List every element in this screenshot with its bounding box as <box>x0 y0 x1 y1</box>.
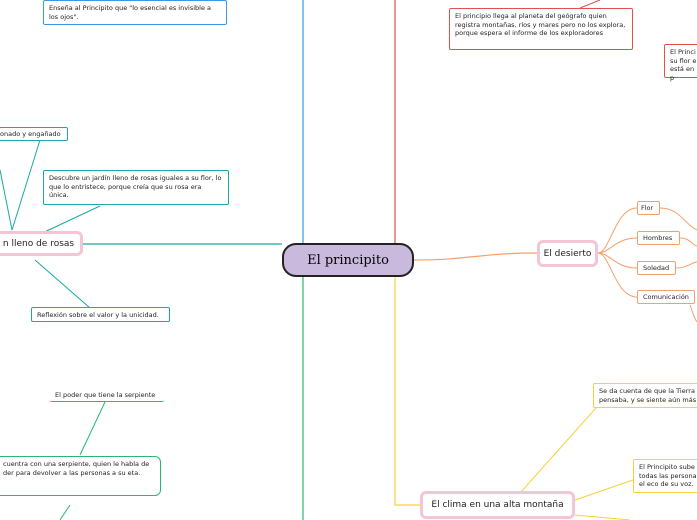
note-sube: El Principito sube todas las persona el … <box>633 459 697 493</box>
note-reflexion: Reflexión sobre el valor y la unicidad. <box>31 307 170 322</box>
yellow-branch-line <box>394 277 420 506</box>
orange-branch-line <box>413 252 538 261</box>
note-poder-serpiente: El poder que tiene la serpiente <box>50 389 164 402</box>
branch-jardin[interactable]: n lleno de rosas <box>0 231 83 256</box>
desierto-item-hombres[interactable]: Hombres <box>637 231 680 245</box>
note-tierra: Se da cuenta de que la Tierra pensaba, y… <box>593 383 697 408</box>
central-topic[interactable]: El principito <box>282 243 414 277</box>
note-flor-corner: El Princi su flor e está en p <box>664 44 697 82</box>
desierto-item-comunicacion[interactable]: Comunicación <box>637 290 695 304</box>
note-esencial: Enseña al Principito que "lo esencial es… <box>43 0 227 25</box>
note-jardin-rosas: Descubre un jardín lleno de rosas iguale… <box>43 170 229 205</box>
branch-montana[interactable]: El clima en una alta montaña <box>420 491 575 519</box>
branch-desierto[interactable]: El desierto <box>537 240 598 267</box>
note-encuentra-serpiente: cuentra con una serpiente, quien le habl… <box>0 456 161 496</box>
note-geografo: El principio llega al planeta del geógra… <box>449 8 633 50</box>
note-decepcionado: onado y engañado <box>0 127 68 141</box>
desierto-item-flor[interactable]: Flor <box>637 201 660 215</box>
desierto-item-soledad[interactable]: Soledad <box>637 261 676 275</box>
